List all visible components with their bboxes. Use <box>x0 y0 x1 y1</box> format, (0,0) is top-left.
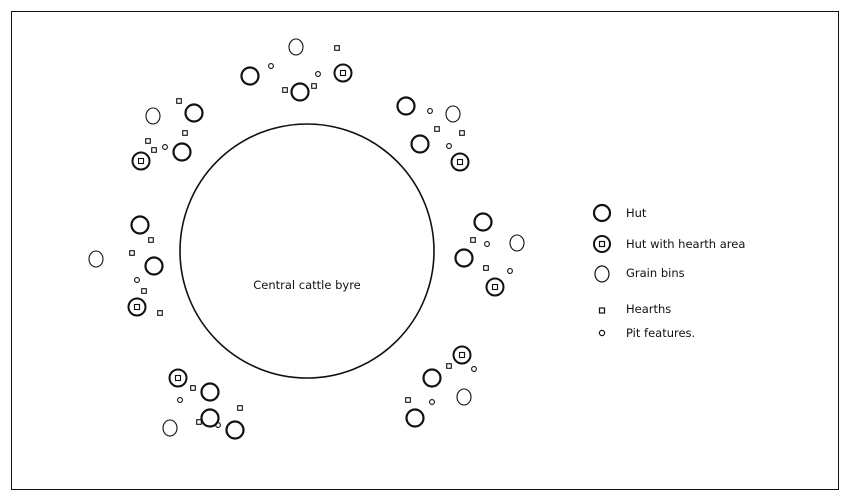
pit <box>429 399 435 405</box>
grain-bin <box>162 419 178 437</box>
diagram-frame <box>11 11 839 490</box>
pit <box>134 277 140 283</box>
hut-hearth-area <box>491 283 499 291</box>
pit-symbol <box>598 329 606 337</box>
hut <box>130 215 150 235</box>
legend-item-hut: Hut <box>592 203 647 223</box>
hut-with-hearth <box>452 345 472 365</box>
hut-hearth-area <box>339 69 347 77</box>
hearth <box>483 265 489 271</box>
legend-item-hut-hearth: Hut with hearth area <box>593 235 745 253</box>
hut-with-hearth <box>485 277 505 297</box>
hut-symbol <box>592 203 612 223</box>
hut-hearth-area <box>458 351 466 359</box>
hearth <box>405 397 411 403</box>
legend-item-grain-bin: Grain bins <box>594 265 685 283</box>
hearth <box>141 288 147 294</box>
legend-label-hut-hearth: Hut with hearth area <box>626 237 745 251</box>
hut <box>454 248 474 268</box>
central-cattle-byre: Central cattle byre <box>179 123 435 379</box>
hearth <box>334 45 340 51</box>
hut-hearth-area <box>456 158 464 166</box>
hearth <box>282 87 288 93</box>
legend-item-pit-features: Pit features. <box>598 326 695 340</box>
hearth <box>190 385 196 391</box>
hearth <box>446 363 452 369</box>
hearth <box>434 126 440 132</box>
pit <box>507 268 513 274</box>
legend-label-hearths: Hearths <box>626 302 671 316</box>
hearth <box>470 237 476 243</box>
pit <box>215 422 221 428</box>
hut <box>473 212 493 232</box>
hut <box>225 420 245 440</box>
legend-label-pit-features: Pit features. <box>626 326 695 340</box>
hearth <box>311 83 317 89</box>
hearth <box>145 138 151 144</box>
hut-with-hearth <box>333 63 353 83</box>
hearth <box>459 130 465 136</box>
pit <box>427 108 433 114</box>
hut-with-hearth-symbol <box>593 235 611 253</box>
hut <box>184 103 204 123</box>
hearth <box>196 419 202 425</box>
hut-with-hearth <box>450 152 470 172</box>
hut <box>290 82 310 102</box>
hut <box>200 408 220 428</box>
pit <box>162 144 168 150</box>
pit <box>471 366 477 372</box>
pit <box>268 63 274 69</box>
pit <box>177 397 183 403</box>
hut <box>405 408 425 428</box>
grain-bin <box>456 388 472 406</box>
grain-bin-symbol <box>594 265 610 283</box>
hearth <box>148 237 154 243</box>
hut-with-hearth <box>131 151 151 171</box>
hut <box>410 134 430 154</box>
hearth <box>237 405 243 411</box>
legend: Hut Hut with hearth area Grain bins Hear… <box>592 203 745 340</box>
pit <box>446 143 452 149</box>
legend-label-hut: Hut <box>626 206 647 220</box>
legend-item-hearths: Hearths <box>598 302 671 316</box>
central-cattle-byre-label: Central cattle byre <box>253 278 361 292</box>
hut-hearth-area <box>174 374 182 382</box>
settlement-features <box>88 38 525 440</box>
hearth-symbol <box>598 307 606 314</box>
hut-hearth-area <box>137 157 145 165</box>
grain-bin <box>145 107 161 125</box>
hut-with-hearth <box>168 368 188 388</box>
hut <box>200 382 220 402</box>
hut-with-hearth <box>127 297 147 317</box>
hut <box>240 66 260 86</box>
hut <box>422 368 442 388</box>
grain-bin <box>288 38 304 56</box>
grain-bin <box>88 250 104 268</box>
hut <box>144 256 164 276</box>
legend-label-grain-bins: Grain bins <box>626 266 685 280</box>
grain-bin <box>445 105 461 123</box>
grain-bin <box>509 234 525 252</box>
hearth <box>129 250 135 256</box>
hearth <box>157 310 163 316</box>
hearth <box>176 98 182 104</box>
hearth <box>151 147 157 153</box>
pit <box>315 71 321 77</box>
hearth <box>182 130 188 136</box>
hut <box>396 96 416 116</box>
hut-hearth-area <box>133 303 141 311</box>
hut <box>172 142 192 162</box>
pit <box>484 241 490 247</box>
